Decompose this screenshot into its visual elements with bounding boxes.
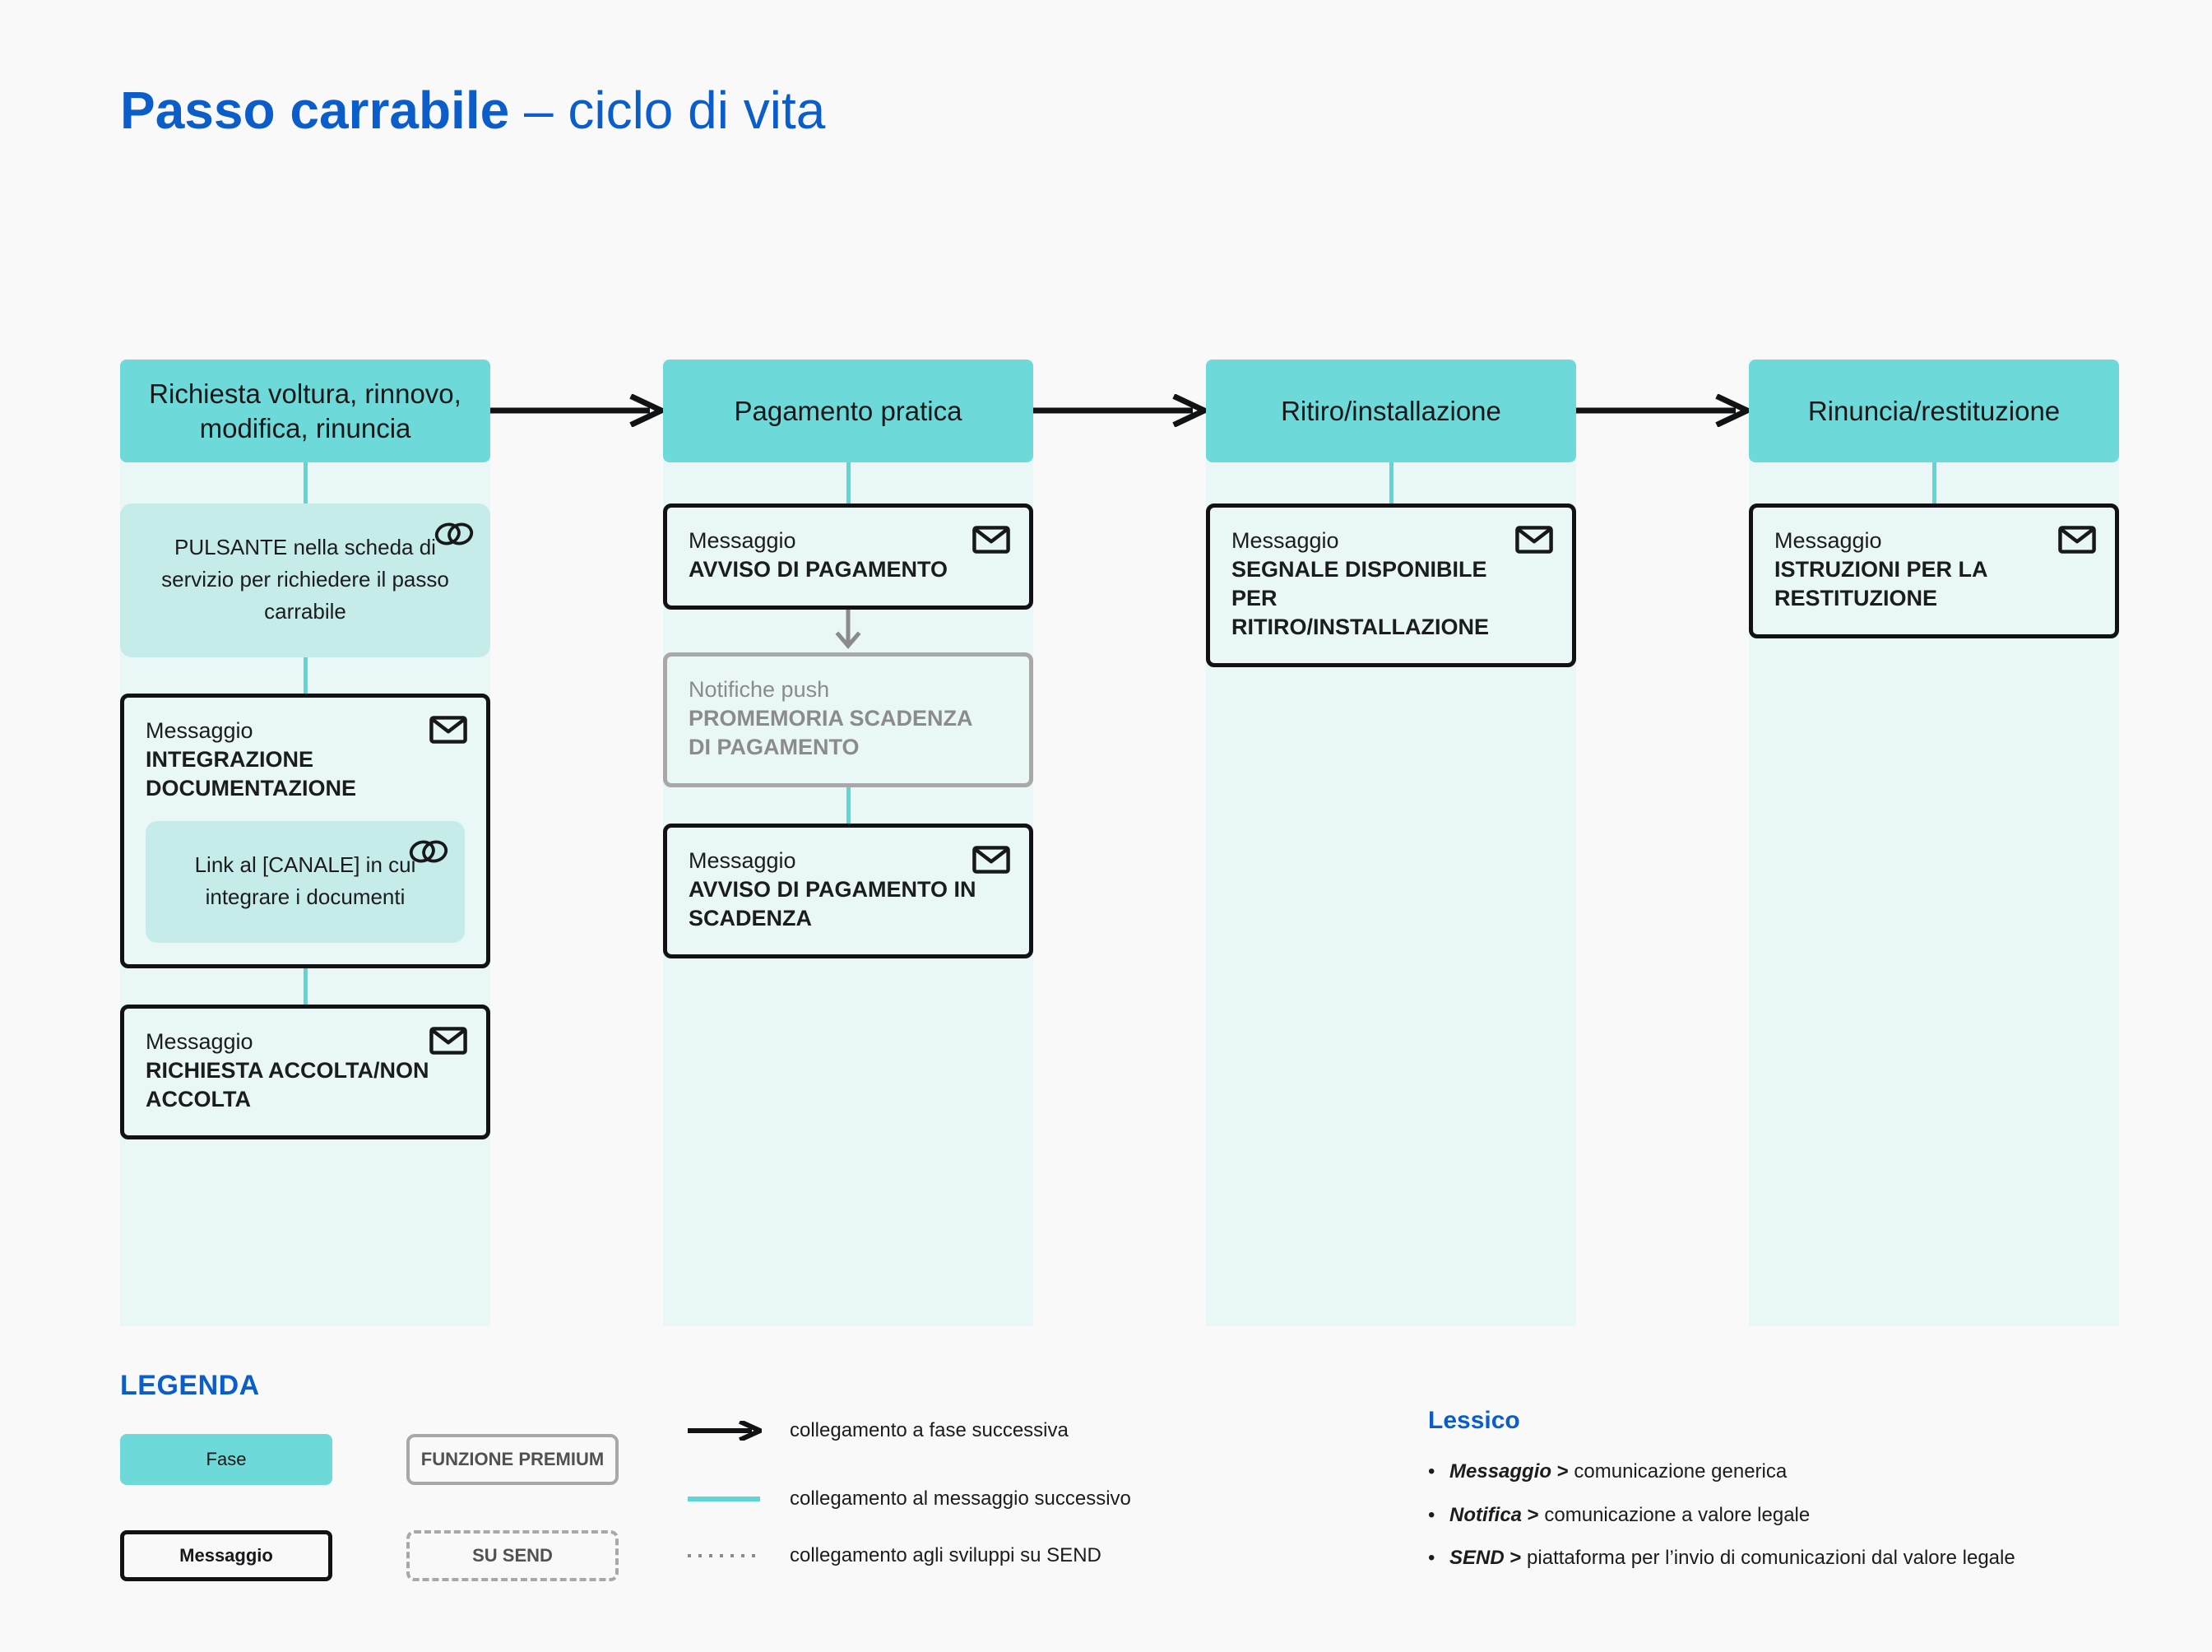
- lexicon-definition: comunicazione generica: [1574, 1460, 1788, 1483]
- lexicon-definition: piattaforma per l’invio di comunicazioni…: [1527, 1547, 2015, 1569]
- page-title-strong: Passo carrabile: [120, 81, 510, 140]
- legend-swatch-premium: FUNZIONE PREMIUM: [406, 1434, 619, 1485]
- phase-header-3[interactable]: Ritiro/installazione: [1206, 360, 1576, 462]
- message-kicker: Messaggio: [689, 528, 796, 553]
- legend-connector-label: collegamento agli sviluppi su SEND: [790, 1544, 1101, 1566]
- down-arrow-connector: [663, 609, 1033, 652]
- bullet-icon: •: [1428, 1460, 1435, 1483]
- phase-column-1: Richiesta voltura, rinnovo, modifica, ri…: [120, 360, 490, 1326]
- phase-arrow-1: [490, 393, 669, 428]
- message-headline: SEGNALE DISPONIBILE PER RITIRO/INSTALLAZ…: [1231, 556, 1489, 639]
- lexicon-separator: >: [1551, 1460, 1574, 1483]
- legend-connector-label: collegamento a fase successiva: [790, 1419, 1069, 1441]
- teal-connector: [303, 462, 308, 503]
- legend-connector-3: collegamento agli sviluppi su SEND: [688, 1544, 1101, 1567]
- link-icon: [407, 838, 448, 870]
- premium-feature-box: PULSANTE nella scheda di servizio per ri…: [120, 503, 490, 657]
- legend-swatch-fase: Fase: [120, 1434, 332, 1485]
- message-headline: INTEGRAZIONE DOCUMENTAZIONE: [146, 746, 356, 800]
- teal-connector: [846, 462, 851, 503]
- legend-connector-1: collegamento a fase successiva: [688, 1419, 1069, 1442]
- teal-connector: [303, 968, 308, 1005]
- message-headline: AVVISO DI PAGAMENTO IN SCADENZA: [689, 876, 976, 930]
- message-kicker: Messaggio: [146, 718, 253, 743]
- black-arrow-sample: [688, 1419, 767, 1442]
- message-kicker: Messaggio: [1774, 528, 1882, 553]
- message-headline: AVVISO DI PAGAMENTO: [689, 556, 948, 582]
- phase-header-2[interactable]: Pagamento pratica: [663, 360, 1033, 462]
- legend-swatch-message: Messaggio: [120, 1530, 332, 1581]
- bullet-icon: •: [1428, 1547, 1435, 1569]
- phase-header-4[interactable]: Rinuncia/restituzione: [1749, 360, 2119, 462]
- bullet-icon: •: [1428, 1504, 1435, 1526]
- phase-arrow-3: [1576, 393, 1755, 428]
- legend: LEGENDA Fase FUNZIONE PREMIUM Messaggio SU …: [120, 1370, 2119, 1641]
- lexicon-term: Notifica: [1449, 1504, 1523, 1526]
- lexicon-title: Lessico: [1428, 1407, 1520, 1434]
- envelope-icon: [429, 714, 468, 747]
- teal-connector: [1389, 462, 1394, 503]
- phase-header-1[interactable]: Richiesta voltura, rinnovo, modifica, ri…: [120, 360, 490, 462]
- message-headline: ISTRUZIONI PER LA RESTITUZIONE: [1774, 556, 1987, 610]
- phase-arrow-2: [1033, 393, 1212, 428]
- message-headline: RICHIESTA ACCOLTA/NON ACCOLTA: [146, 1057, 429, 1111]
- envelope-icon: [429, 1025, 468, 1058]
- legend-title: LEGENDA: [120, 1370, 260, 1401]
- page-title: Passo carrabile – ciclo di vita: [120, 81, 825, 142]
- envelope-icon: [972, 524, 1011, 557]
- dotted-line-sample: [688, 1546, 762, 1566]
- lexicon-item-3: • SEND > piattaforma per l’invio di comun…: [1428, 1547, 2015, 1570]
- lexicon-definition: comunicazione a valore legale: [1544, 1504, 1811, 1526]
- legend-connector-2: collegamento al messaggio successivo: [688, 1487, 1131, 1510]
- legend-connector-label: collegamento al messaggio successivo: [790, 1487, 1131, 1510]
- teal-connector: [846, 787, 851, 824]
- premium-feature-text: PULSANTE nella scheda di servizio per ri…: [161, 535, 449, 624]
- legend-swatch-send: SU SEND: [406, 1530, 619, 1581]
- message-kicker: Messaggio: [146, 1028, 253, 1054]
- premium-feature-text: Link al [CANALE] in cui integrare i docu…: [194, 852, 416, 909]
- envelope-icon: [972, 844, 1011, 877]
- push-headline: PROMEMORIA SCADENZA DI PAGAMENTO: [689, 705, 972, 759]
- link-icon: [433, 520, 474, 553]
- message-kicker: Messaggio: [689, 847, 796, 873]
- envelope-icon: [2057, 524, 2097, 557]
- lexicon-item-2: • Notifica > comunicazione a valore legal…: [1428, 1504, 1810, 1527]
- teal-connector: [1931, 462, 1936, 503]
- teal-line-sample: [688, 1489, 762, 1509]
- message-kicker: Messaggio: [1231, 528, 1339, 553]
- page-title-light: – ciclo di vita: [509, 81, 826, 140]
- premium-feature-box: Link al [CANALE] in cui integrare i docu…: [146, 820, 465, 943]
- lexicon-term: Messaggio: [1449, 1460, 1552, 1483]
- lifecycle-flow: Richiesta voltura, rinnovo, modifica, ri…: [120, 360, 2119, 1326]
- lexicon-separator: >: [1522, 1504, 1545, 1526]
- teal-connector: [303, 657, 308, 694]
- push-kicker: Notifiche push: [689, 676, 830, 702]
- lexicon-term: SEND: [1449, 1547, 1505, 1569]
- lexicon-item-1: • Messaggio > comunicazione generica: [1428, 1460, 1787, 1483]
- envelope-icon: [1514, 524, 1554, 557]
- lexicon-separator: >: [1504, 1547, 1528, 1569]
